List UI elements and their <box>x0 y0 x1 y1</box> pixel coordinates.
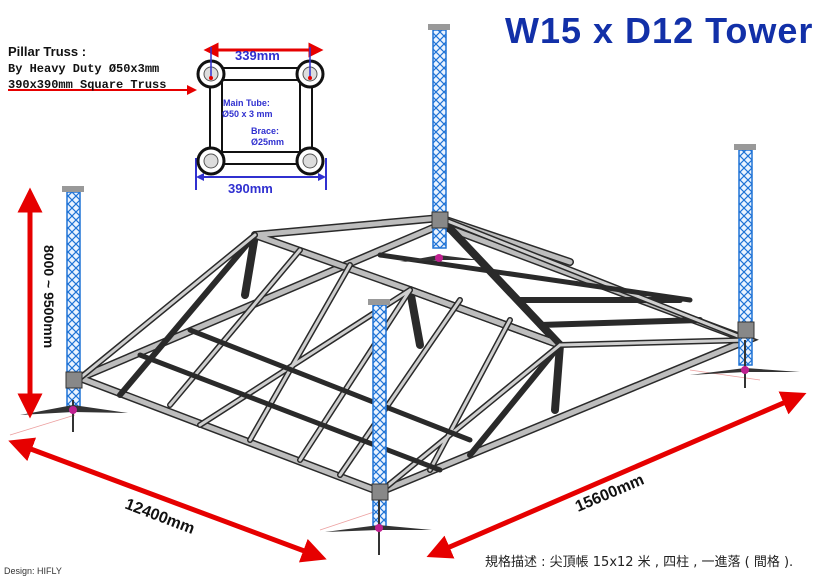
tower-front-left <box>20 186 128 432</box>
inset-bottom-dimension: 390mm <box>228 181 273 196</box>
brace-label: Brace: <box>251 126 279 136</box>
ground-lines <box>9 369 761 531</box>
main-tube-label: Main Tube: <box>223 98 270 108</box>
width-dimension-arrow <box>8 437 327 563</box>
tower-right <box>690 144 800 388</box>
spec-description: 規格描述 : 尖頂帳 15x12 米 , 四柱 , 一進落 ( 間格 ). <box>485 555 794 570</box>
tower-back-center <box>400 24 480 262</box>
width-dimension-label: 12400mm <box>123 496 197 538</box>
pillar-truss-heading: Pillar Truss : <box>8 44 87 59</box>
brace-value: Ø25mm <box>251 137 284 147</box>
pillar-truss-spec-line1: By Heavy Duty Ø50x3mm <box>8 62 160 76</box>
inset-top-dimension: 339mm <box>235 48 280 63</box>
tower-front-center <box>325 299 432 555</box>
pillar-truss-spec-line2: 390x390mm Square Truss <box>8 78 167 92</box>
design-credit: Design: HIFLY <box>4 566 62 576</box>
height-dimension-label: 8000 ~ 9500mm <box>41 245 57 348</box>
truss-cross-section-inset <box>195 42 327 190</box>
depth-dimension-arrow <box>426 391 807 559</box>
main-tube-value: Ø50 x 3 mm <box>222 109 273 119</box>
page-title: W15 x D12 Tower <box>505 10 814 51</box>
roof-truss <box>76 213 759 497</box>
